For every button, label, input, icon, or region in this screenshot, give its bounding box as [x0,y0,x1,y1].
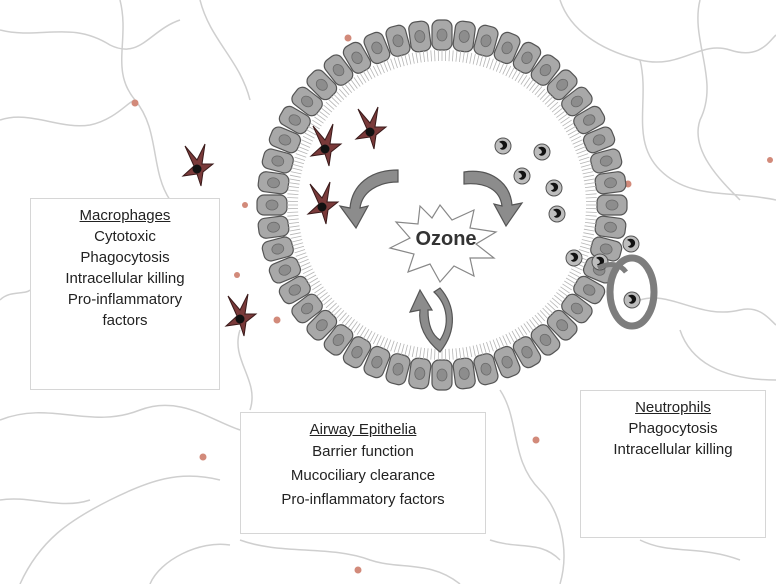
airway-epithelium-ring [257,20,627,390]
macrophages-line: Phagocytosis [31,247,219,268]
ozone-label: Ozone [396,228,496,251]
macrophages-line: Cytotoxic [31,226,219,247]
macrophage-icon [183,144,213,186]
neutrophils-line: Intracellular killing [581,439,765,460]
epithelial-cell [432,360,452,390]
airway-epithelia-line: Mucociliary clearance [241,464,485,488]
macrophages-box: Macrophages Cytotoxic Phagocytosis Intra… [30,198,220,390]
macrophages-line: Intracellular killing [31,268,219,289]
macrophage-icon [356,107,386,149]
neutrophil-icon [534,144,550,160]
neutrophils-line: Phagocytosis [581,418,765,439]
epithelial-cell [594,215,626,239]
epithelial-cell [452,20,476,52]
neutrophil-icon [546,180,562,196]
neutrophil-icon [495,138,511,154]
macrophage-icon [311,124,341,166]
epithelial-cell [594,171,626,195]
epithelial-cell [257,171,289,195]
airway-epithelia-title: Airway Epithelia [241,419,485,440]
airway-epithelia-line: Pro-inflammatory factors [241,488,485,512]
epithelial-cell [452,357,476,389]
macrophage-icon [226,294,256,336]
epithelial-cell [597,195,627,215]
epithelial-cell [408,357,432,389]
neutrophil-icon [623,236,639,252]
epithelial-cell [257,195,287,215]
epithelial-cell [432,20,452,50]
arrow-left-icon [340,170,398,228]
epithelial-cell [408,20,432,52]
airway-epithelia-box: Airway Epithelia Barrier function Mucoci… [240,412,486,534]
neutrophil-icon [514,168,530,184]
airway-epithelia-line: Barrier function [241,440,485,464]
macrophages-line: factors [31,310,219,331]
macrophages-line: Pro-inflammatory [31,289,219,310]
neutrophils-title: Neutrophils [581,397,765,418]
macrophage-icon [308,182,338,224]
macrophages-title: Macrophages [31,205,219,226]
neutrophils-box: Neutrophils Phagocytosis Intracellular k… [580,390,766,538]
arrow-bottom-icon [410,288,452,352]
neutrophil-icon [624,292,640,308]
epithelial-cell [257,215,289,239]
neutrophil-icon [566,250,582,266]
neutrophil-icon [549,206,565,222]
